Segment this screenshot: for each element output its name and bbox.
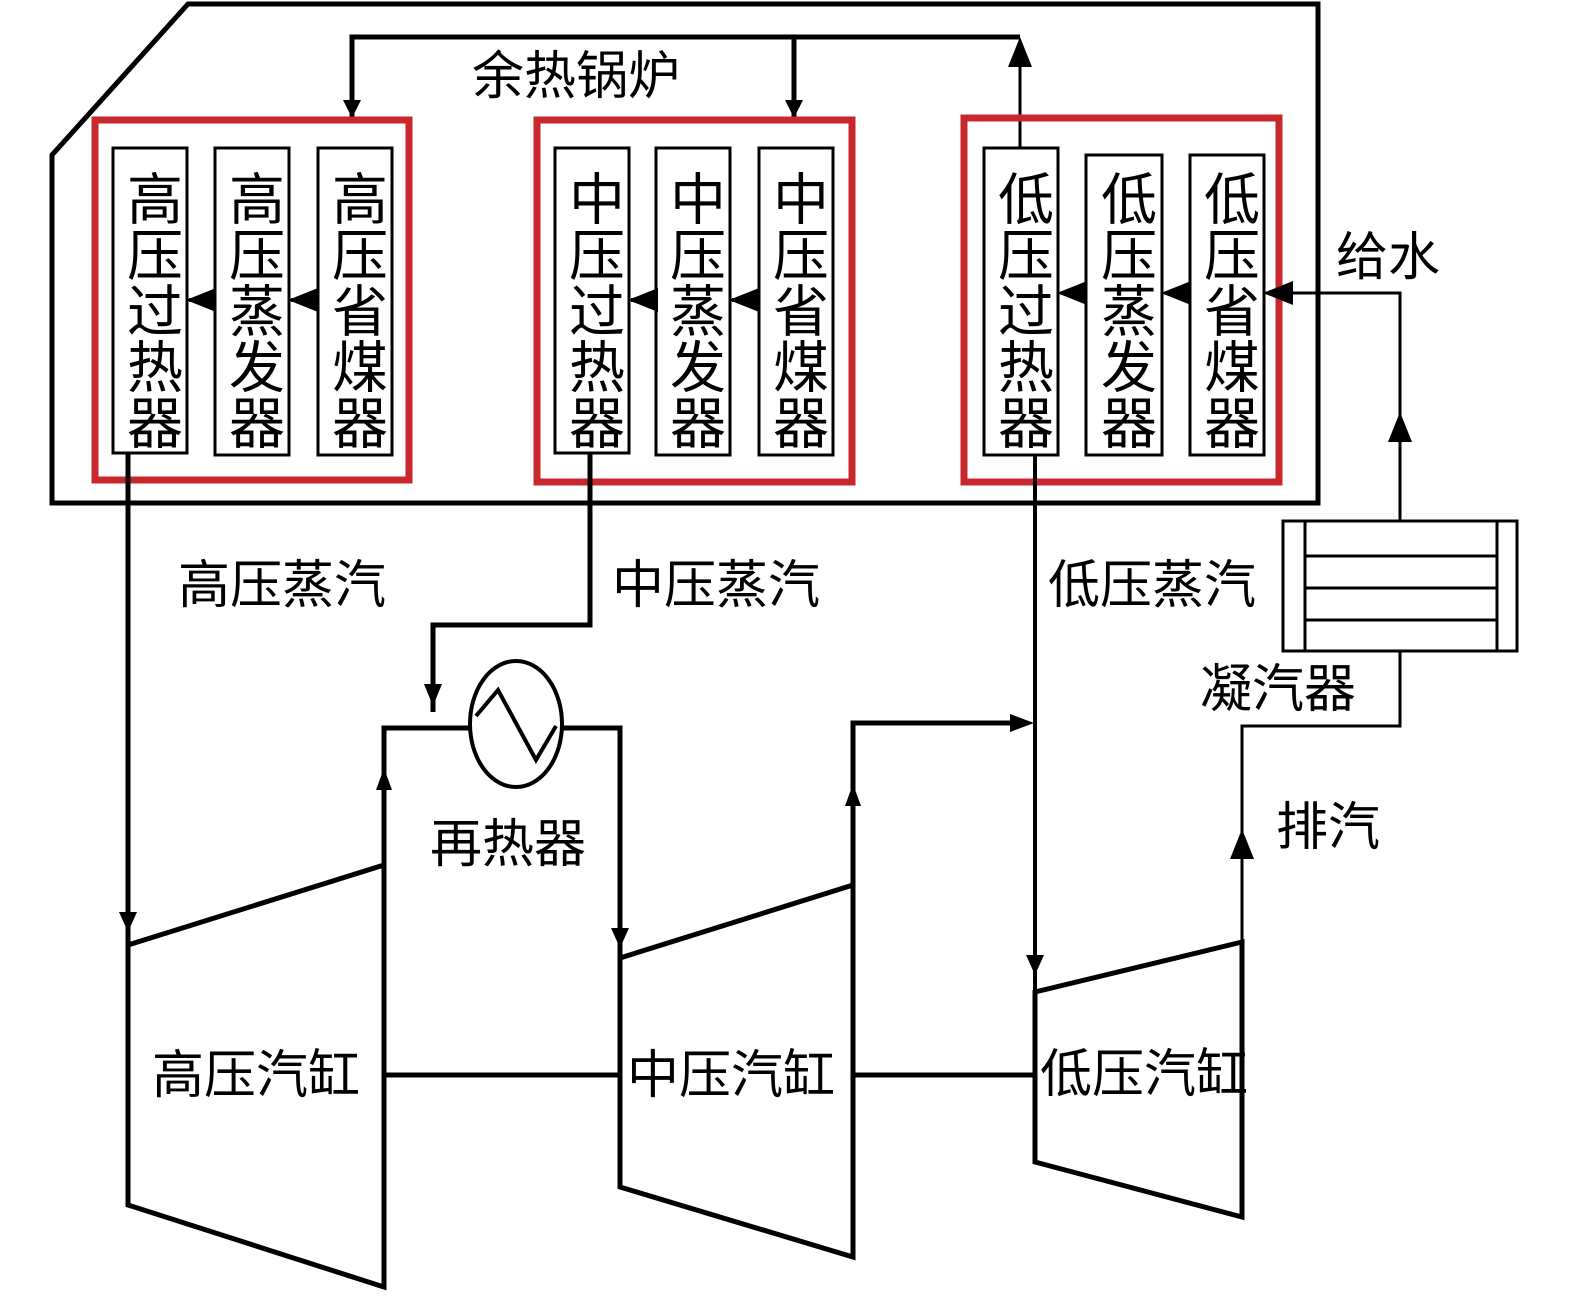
arrow-ip-exhaust-up <box>845 784 861 806</box>
arrow-into-hp-economizer <box>343 100 361 118</box>
ip-turbine-label: 中压汽缸 <box>627 1046 835 1106</box>
boiler-outline <box>49 1 1321 506</box>
hp-evaporator: 高压蒸发器 <box>213 146 291 457</box>
arrow-ip-exhaust-into-lp-line <box>1010 714 1034 732</box>
arrow-ip-steam-into-reheater <box>424 684 442 706</box>
lp-economizer: 低压省煤器 <box>1188 153 1266 457</box>
high-pressure-group-frame <box>91 116 413 484</box>
ip-steam-pipe <box>430 453 593 712</box>
boiler-title: 余热锅炉 <box>472 47 680 107</box>
exhaust-pipe <box>1230 651 1402 942</box>
hp-economizer: 高压省煤器 <box>316 146 394 457</box>
condenser <box>1281 519 1519 653</box>
ip-evaporator: 中压蒸发器 <box>654 146 732 457</box>
hp-turbine-label: 高压汽缸 <box>152 1046 360 1106</box>
hp-superheater: 高压过热器 <box>111 146 189 455</box>
lp-superheater-label: 低压过热器 <box>989 170 1054 450</box>
top-header-arrows <box>343 37 1032 148</box>
ip-economizer: 中压省煤器 <box>757 146 835 457</box>
lp-evaporator: 低压蒸发器 <box>1084 153 1164 457</box>
reheater-label: 再热器 <box>430 815 586 875</box>
arrow-into-ip-economizer <box>785 100 803 118</box>
internal-flow-arrows <box>186 281 1191 312</box>
lp-turbine: 低压汽缸 <box>1032 938 1248 1221</box>
hp-steam-label: 高压蒸汽 <box>178 556 386 616</box>
feedwater-label: 给水 <box>1336 228 1440 288</box>
ip-exhaust-pipe <box>850 720 1020 885</box>
ip-superheater: 中压过热器 <box>553 146 631 455</box>
reheater-symbol <box>468 659 564 789</box>
ip-economizer-label: 中压省煤器 <box>764 170 829 450</box>
condenser-label: 凝汽器 <box>1200 660 1356 720</box>
lp-economizer-label: 低压省煤器 <box>1195 170 1260 450</box>
arrow-hp-exhaust-to-reheater <box>376 768 392 790</box>
lp-turbine-label: 低压汽缸 <box>1040 1045 1248 1105</box>
exhaust-label: 排汽 <box>1276 798 1380 858</box>
ip-steam-label: 中压蒸汽 <box>612 556 820 616</box>
lp-evaporator-label: 低压蒸发器 <box>1092 170 1157 450</box>
ip-turbine: 中压汽缸 <box>617 881 856 1261</box>
hp-evaporator-label: 高压蒸发器 <box>220 170 285 450</box>
hp-turbine: 高压汽缸 <box>125 861 387 1291</box>
ip-superheater-label: 中压过热器 <box>560 170 625 450</box>
arrow-lp-steam-into-turbine <box>1026 955 1044 975</box>
top-header-pipe <box>349 34 1020 118</box>
lp-superheater: 低压过热器 <box>982 146 1060 457</box>
hp-superheater-label: 高压过热器 <box>118 170 183 450</box>
lp-steam-label: 低压蒸汽 <box>1048 556 1256 616</box>
ip-evaporator-label: 中压蒸发器 <box>661 170 726 450</box>
hp-economizer-label: 高压省煤器 <box>323 170 388 450</box>
arrow-reheated-into-ip-turbine <box>611 928 629 948</box>
mid-pressure-group-frame <box>533 116 856 486</box>
arrow-hp-steam-into-turbine <box>119 912 137 932</box>
feedwater-pipe <box>1263 281 1412 520</box>
